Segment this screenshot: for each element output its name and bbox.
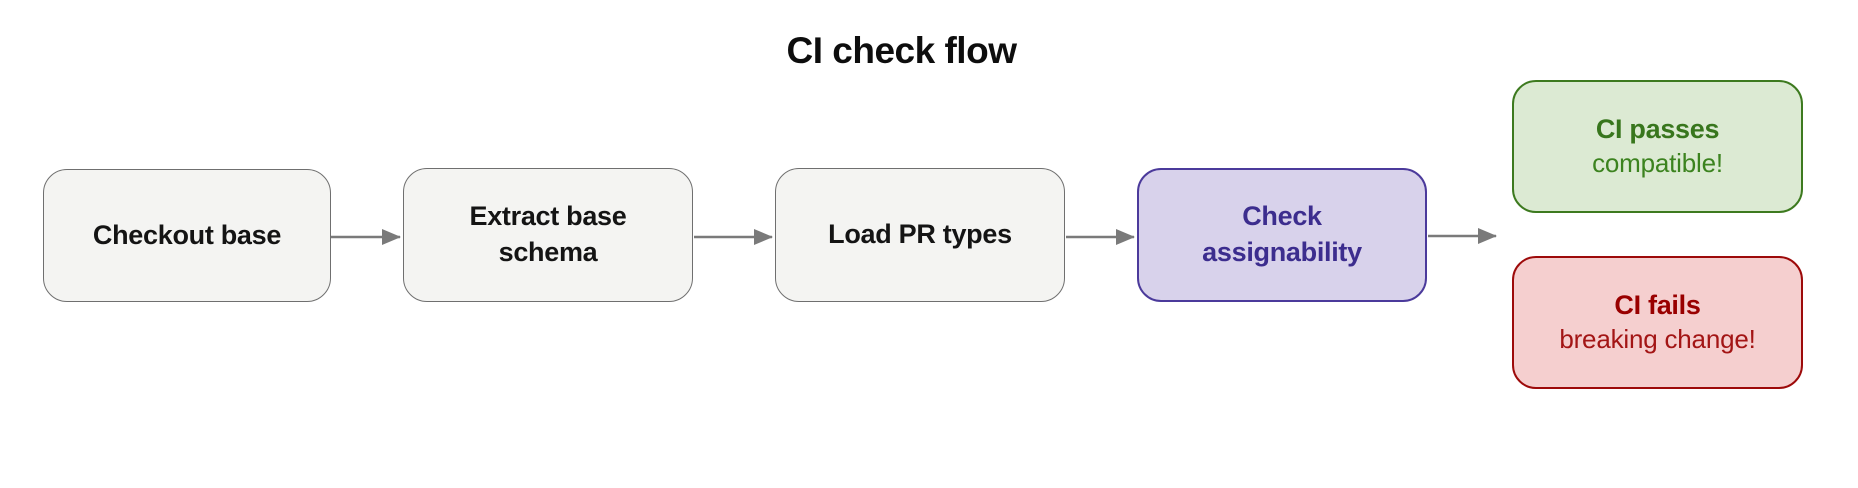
- flow-node-load-pr-types: Load PR types: [775, 168, 1065, 302]
- outcome-subtitle: breaking change!: [1559, 324, 1756, 355]
- outcome-title: CI fails: [1614, 289, 1701, 320]
- node-label: Check assignability: [1202, 201, 1362, 267]
- node-label: Checkout base: [92, 219, 282, 250]
- flow-node-check-assignability: Check assignability: [1137, 168, 1427, 302]
- flow-node-extract-base-schema: Extract base schema: [403, 168, 693, 302]
- flow-node-ci-fails: CI fails breaking change!: [1512, 256, 1803, 389]
- diagram-title: CI check flow: [786, 30, 1017, 71]
- outcome-title: CI passes: [1595, 113, 1720, 144]
- node-label: Extract base schema: [469, 201, 627, 267]
- outcome-subtitle: compatible!: [1592, 148, 1723, 179]
- flow-node-checkout-base: Checkout base: [43, 169, 331, 302]
- flow-node-ci-passes: CI passes compatible!: [1512, 80, 1803, 213]
- node-label: Load PR types: [828, 219, 1012, 250]
